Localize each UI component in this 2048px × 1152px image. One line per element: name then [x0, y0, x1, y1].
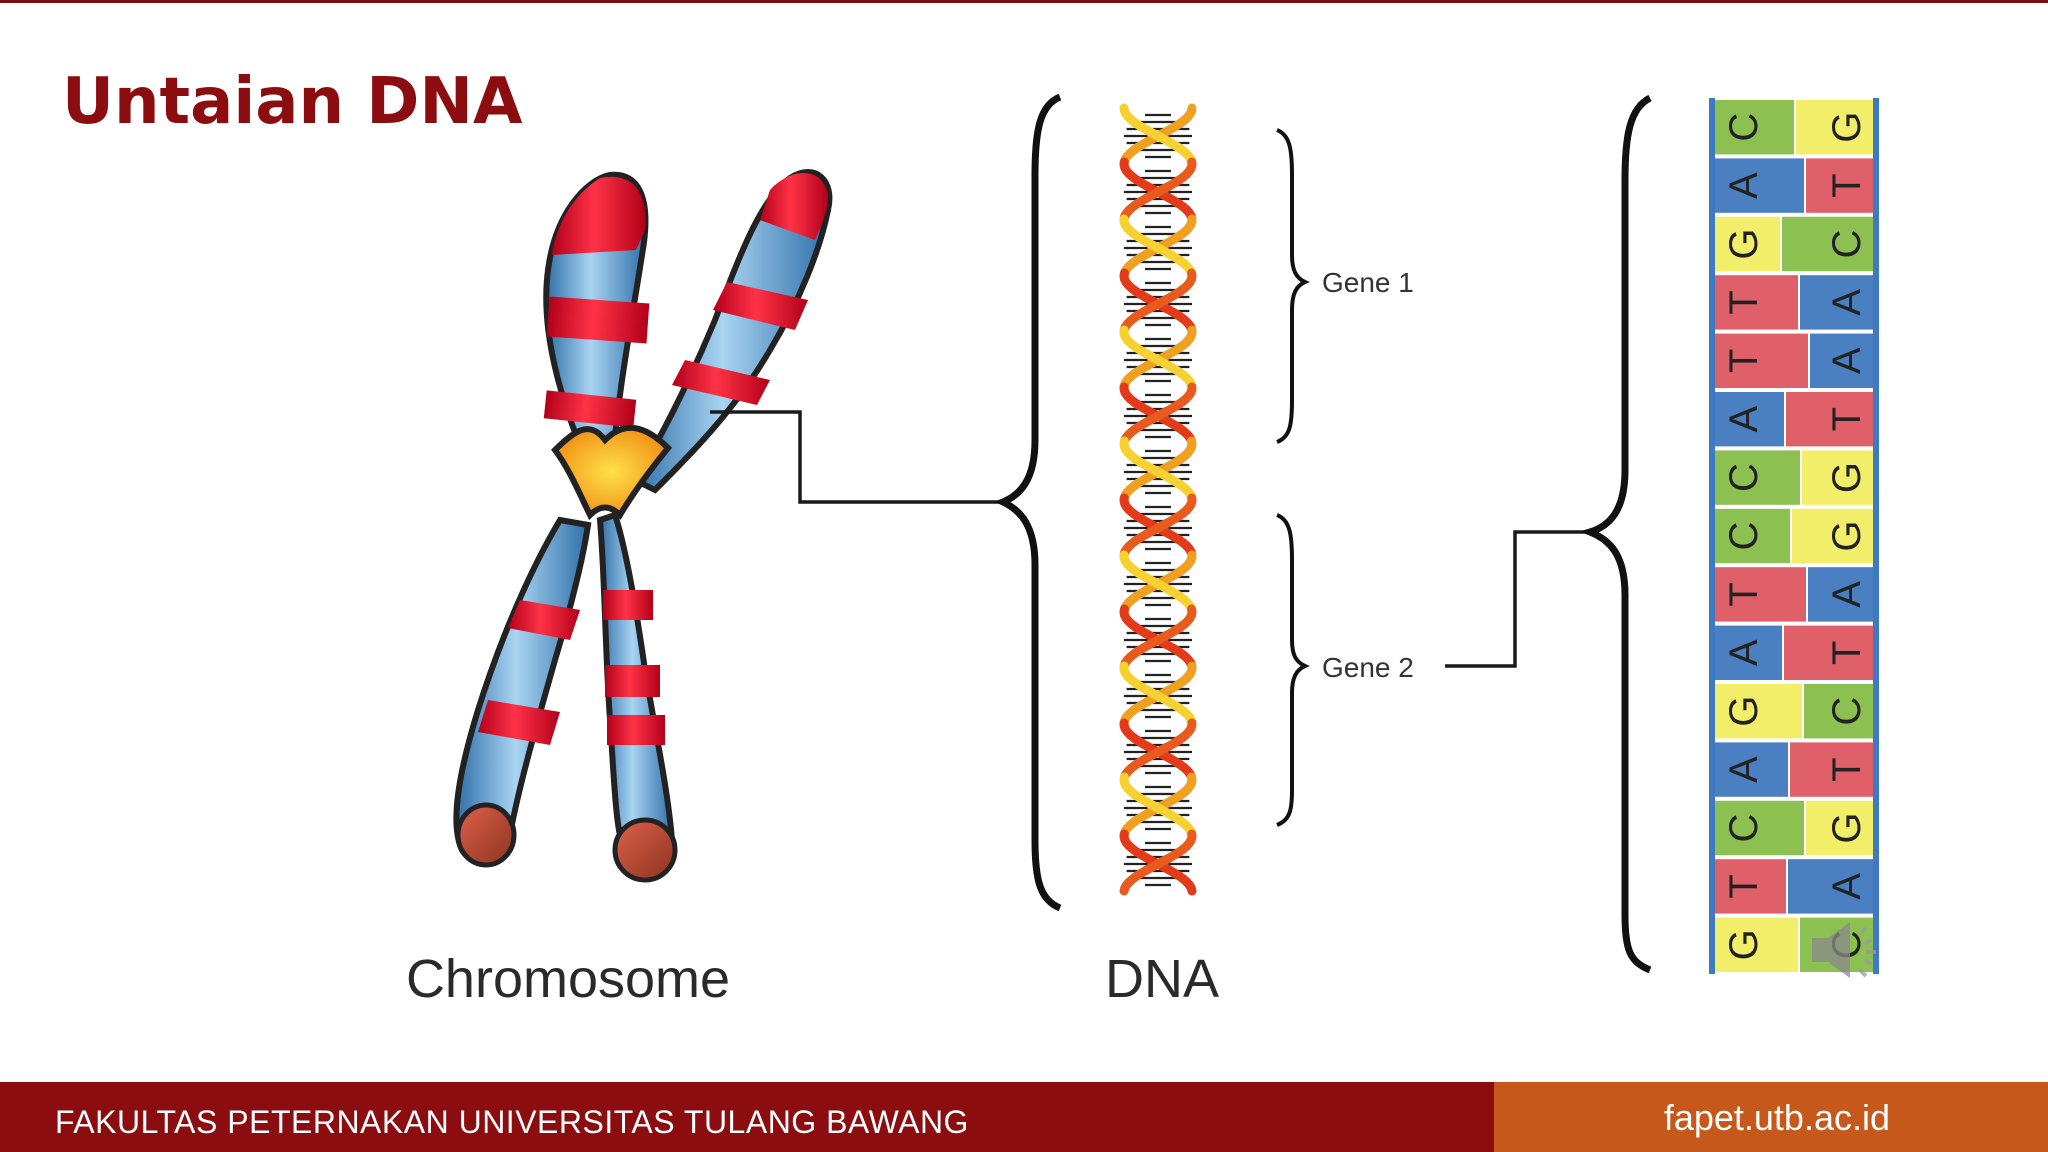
base-letter-left: G	[1722, 228, 1766, 259]
base-block-right	[1804, 684, 1873, 739]
base-letter-right: G	[1825, 112, 1869, 143]
sequence-brace	[1579, 94, 1652, 974]
base-letter-left: A	[1722, 756, 1766, 783]
base-block-right	[1802, 450, 1873, 505]
base-block-left	[1715, 333, 1808, 388]
base-block-right	[1784, 625, 1873, 680]
base-block-left	[1715, 742, 1788, 797]
base-block-right	[1788, 859, 1873, 914]
base-block-right	[1792, 508, 1873, 564]
chromosome-arm-upper-right	[630, 169, 833, 494]
slide-title: Untaian DNA	[62, 65, 523, 139]
base-block-left	[1715, 567, 1806, 622]
base-block-right	[1806, 800, 1873, 856]
base-letter-right: G	[1825, 520, 1869, 551]
base-block-right	[1796, 100, 1873, 155]
chromosome-label: Chromosome	[406, 949, 730, 1009]
base-block-left	[1715, 859, 1786, 914]
base-block-left	[1715, 392, 1784, 447]
base-block-left	[1715, 684, 1802, 739]
base-letter-right: T	[1825, 757, 1869, 781]
helix-strand-a	[1186, 883, 1197, 896]
base-letter-right: A	[1825, 581, 1869, 608]
chromosome-arm-upper-left	[543, 171, 650, 473]
base-letter-left: C	[1722, 814, 1766, 843]
base-letter-right: A	[1825, 347, 1869, 374]
base-letter-left: C	[1722, 113, 1766, 142]
footer-institution-bar	[0, 1082, 1494, 1152]
base-letter-left: G	[1722, 696, 1766, 727]
base-letter-right: G	[1825, 462, 1869, 493]
base-block-left	[1715, 917, 1798, 972]
chromosome-arm-lower-right	[596, 511, 678, 883]
dna-label: DNA	[1105, 949, 1219, 1009]
base-letter-left: T	[1722, 874, 1766, 898]
base-letter-right: A	[1825, 289, 1869, 316]
helix-strand-b	[1119, 883, 1130, 896]
chromosome-arm-lower-left	[453, 516, 592, 868]
footer-url-bar	[1494, 1082, 2048, 1152]
base-letter-right: T	[1825, 407, 1869, 431]
centromere	[551, 424, 673, 521]
base-block-right	[1806, 158, 1873, 213]
base-block-right	[1810, 333, 1873, 388]
base-block-left	[1715, 275, 1798, 330]
base-block-left	[1715, 100, 1794, 155]
base-letter-left: G	[1722, 929, 1766, 960]
base-letter-right: T	[1825, 173, 1869, 197]
base-letter-left: T	[1722, 582, 1766, 606]
dna-brace	[994, 93, 1062, 912]
base-letter-right: A	[1825, 873, 1869, 900]
base-block-left	[1715, 508, 1790, 564]
base-letter-right: C	[1825, 697, 1869, 726]
base-block-left	[1715, 450, 1800, 505]
gene1-label: Gene 1	[1322, 267, 1414, 298]
base-block-right	[1786, 392, 1873, 447]
gene2-brace	[1276, 513, 1310, 827]
base-letter-left: C	[1722, 463, 1766, 492]
base-letter-left: T	[1722, 349, 1766, 373]
base-letter-left: C	[1722, 522, 1766, 551]
base-letter-right: C	[1825, 230, 1869, 259]
base-block-right	[1808, 567, 1873, 622]
base-letter-right: G	[1825, 812, 1869, 843]
chromosome-illustration	[453, 169, 833, 883]
connector-gene2-sequence	[1445, 530, 1590, 668]
speaker-icon[interactable]	[1812, 922, 1876, 978]
base-block-right	[1790, 742, 1873, 797]
footer-institution-text: FAKULTAS PETERNAKAN UNIVERSITAS TULANG B…	[55, 1104, 969, 1140]
gene1-brace	[1276, 128, 1310, 444]
base-block-left	[1715, 158, 1804, 213]
connector-chromosome-dna	[710, 410, 1005, 504]
base-letter-left: A	[1722, 172, 1766, 199]
top-border	[0, 0, 2048, 3]
base-letter-right: T	[1825, 641, 1869, 665]
base-block-right	[1782, 216, 1873, 272]
dna-helix	[1119, 103, 1197, 896]
gene2-label: Gene 2	[1322, 652, 1414, 683]
base-block-left	[1715, 216, 1780, 272]
base-letter-left: T	[1722, 290, 1766, 314]
base-block-right	[1800, 275, 1873, 330]
base-letter-left: A	[1722, 406, 1766, 433]
base-letter-left: A	[1722, 639, 1766, 666]
base-block-left	[1715, 625, 1782, 680]
base-block-left	[1715, 800, 1804, 856]
footer-url-link[interactable]: fapet.utb.ac.id	[1663, 1097, 1890, 1138]
